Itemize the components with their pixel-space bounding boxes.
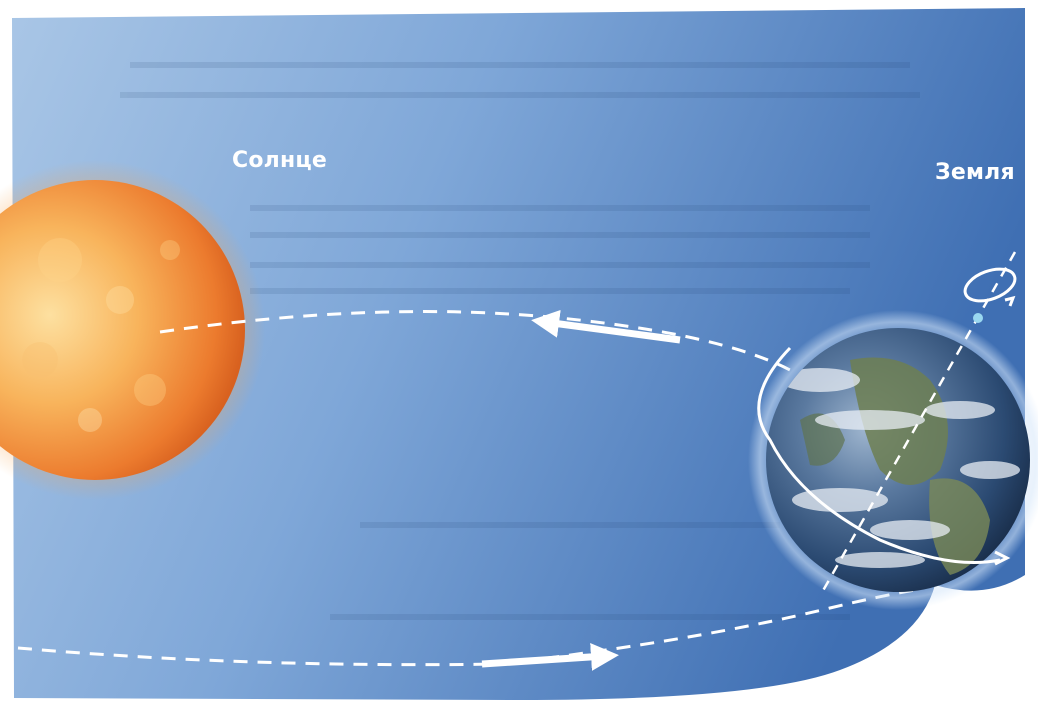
north-pole-marker [973, 313, 983, 323]
sun-label: Солнце [232, 148, 327, 173]
earth-label: Земля [935, 160, 1015, 185]
